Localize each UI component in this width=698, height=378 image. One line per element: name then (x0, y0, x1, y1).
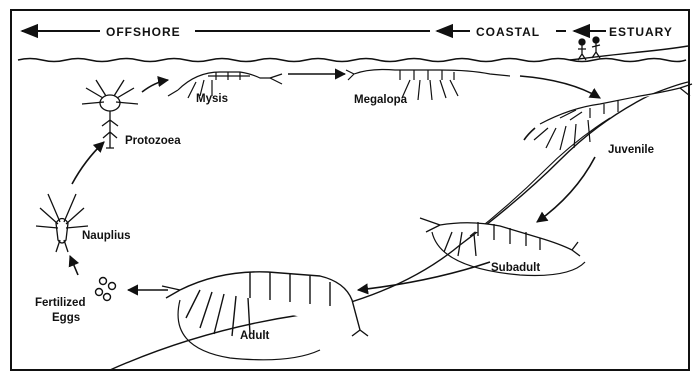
stage-label-subadult: Subadult (491, 262, 540, 274)
stage-label-adult: Adult (240, 330, 270, 342)
zone-label-estuary: ESTUARY (609, 25, 673, 39)
stage-label-nauplius: Nauplius (82, 230, 131, 242)
sea-floor-slope (110, 82, 688, 370)
zone-header: OFFSHORE COASTAL ESTUARY (22, 25, 673, 39)
adult-shrimp-icon (162, 272, 368, 336)
subadult-shrimp-icon (420, 218, 580, 256)
stage-label-fertilized-eggs: Fertilized (35, 297, 85, 309)
stage-label-mysis: Mysis (196, 93, 228, 105)
stage-label-megalopa: Megalopa (354, 94, 408, 106)
stage-label-fertilized-eggs-2: Eggs (52, 312, 80, 324)
zone-label-offshore: OFFSHORE (106, 25, 181, 39)
fertilized-eggs-icon (96, 278, 116, 301)
person-figure-icon (592, 37, 600, 58)
person-figure-icon (578, 39, 586, 60)
stage-label-protozoea: Protozoea (125, 135, 181, 147)
estuary-shore (570, 37, 688, 60)
zone-label-coastal: COASTAL (476, 25, 540, 39)
nauplius-larva-icon (36, 194, 88, 252)
cycle-arrows (70, 74, 600, 290)
stage-label-juvenile: Juvenile (608, 144, 654, 156)
